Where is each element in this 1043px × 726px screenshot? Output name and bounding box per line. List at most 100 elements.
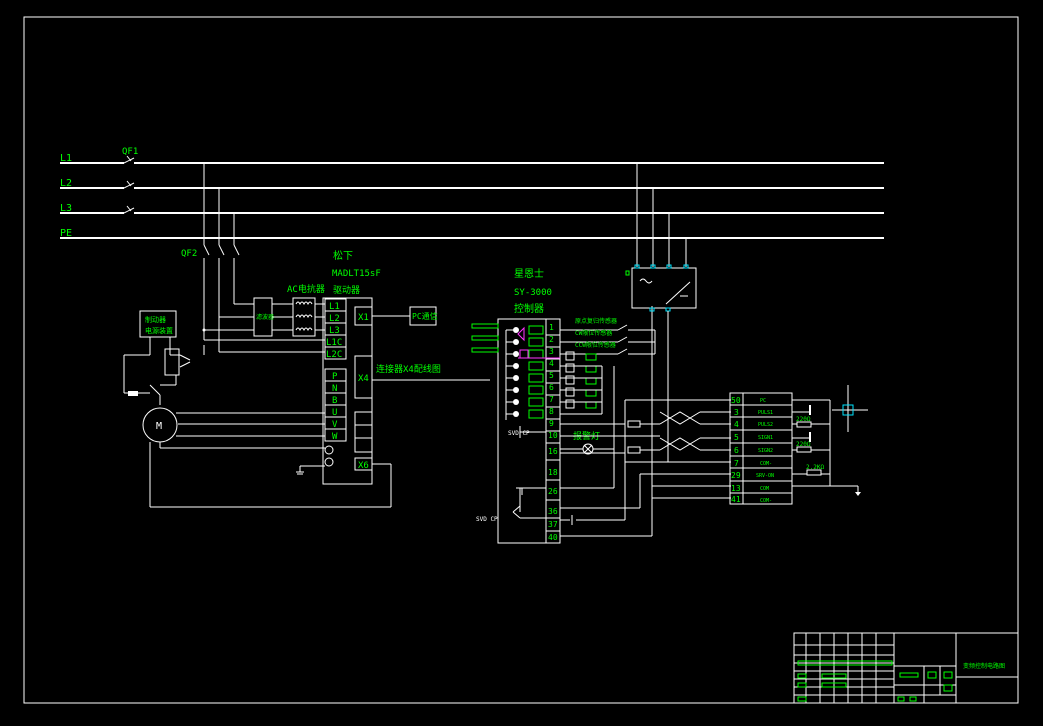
ac-reactor-label: AC电抗器 (287, 283, 325, 295)
term-l1: L1 (329, 302, 340, 312)
pin-8: 8 (549, 407, 554, 416)
motor-label: M (156, 421, 162, 432)
controller-brand: 星恩士 (514, 267, 544, 280)
resistor-3-value: 2.2KΩ (806, 464, 824, 471)
driver-ground-symbol (296, 445, 334, 475)
brake-box-line2: 电源装置 (145, 326, 173, 335)
sig-puls1: PULS1 (758, 410, 773, 416)
sv-transistor-1: SVD CP (508, 430, 530, 437)
driver-terminal-cells (324, 298, 373, 471)
bus-label-l2: L2 (60, 178, 72, 189)
bus-label-l1: L1 (60, 153, 72, 164)
pin-7: 7 (549, 395, 554, 404)
connector-signal-labels: PC PULS1 PULS2 SIGN1 SIGN2 COM- SRV-ON C… (756, 398, 774, 504)
motor-wiring (149, 412, 392, 508)
sig-srv-on: SRV-ON (756, 473, 774, 479)
brake-power-box (139, 310, 177, 338)
conn-pin-50: 50 (731, 396, 741, 405)
pin-3: 3 (549, 347, 554, 356)
controller-model: SY-3000 (514, 288, 552, 298)
port-x6: X6 (358, 461, 369, 471)
pc-comm-box (409, 306, 437, 326)
conn-pin-41: 41 (731, 495, 741, 504)
sig-sign2: SIGN2 (758, 448, 773, 454)
pin-10: 10 (548, 431, 558, 440)
term-w: W (332, 432, 338, 442)
term-n: N (332, 384, 337, 394)
conn-pin-13: 13 (731, 484, 741, 493)
pin-26: 26 (548, 487, 558, 496)
controller-pin-dividers (546, 334, 560, 532)
title-block (793, 632, 1019, 704)
sig-sign1: SIGN1 (758, 435, 773, 441)
x4-wiring-note: 连接器X4配线图 (376, 363, 441, 375)
filter-label: 滤波器 (256, 313, 274, 321)
brake-wiring (123, 337, 191, 405)
resistor-2-value: 220Ω (796, 441, 811, 448)
resistor-1-value: 220Ω (796, 416, 811, 423)
pin-37: 37 (548, 520, 558, 529)
conn-pin-4: 4 (734, 420, 739, 429)
term-l2: L2 (329, 314, 340, 324)
qf2-feeders (202, 163, 325, 355)
driver-brand: 松下 (333, 249, 353, 262)
brake-box-line1: 制动器 (145, 315, 166, 324)
sig-puls2: PULS2 (758, 422, 773, 428)
term-l1c: L1C (326, 338, 342, 348)
sig-com-minus-2: COM- (760, 498, 772, 504)
pin-2: 2 (549, 335, 554, 344)
drawing-title: 变频控制电路图 (963, 662, 1005, 670)
sig-pc: PC (760, 398, 766, 404)
pin-40: 40 (548, 533, 558, 542)
term-l3: L3 (329, 326, 340, 336)
bus-label-l3: L3 (60, 203, 72, 214)
sensor-cw: CW限位传感器 (575, 329, 612, 337)
controller-input-nodes (513, 325, 560, 419)
pc-comm-label: PC通信 (412, 311, 438, 321)
pin-6: 6 (549, 383, 554, 392)
sensor-origin: 原点复归传感器 (575, 317, 617, 325)
term-u: U (332, 408, 337, 418)
controller-title: 控制器 (514, 302, 544, 315)
conn-pin-7: 7 (734, 459, 739, 468)
pin-4: 4 (549, 359, 554, 368)
power-bus (60, 155, 884, 239)
relay-stack (560, 351, 603, 415)
term-p: P (332, 372, 338, 382)
conn-pin-29: 29 (731, 471, 741, 480)
term-l2c: L2C (326, 350, 342, 360)
bus-label-pe: PE (60, 228, 72, 239)
term-b: B (332, 396, 337, 406)
connector-pin-labels: 50 3 4 5 6 7 29 13 41 (731, 396, 741, 504)
conn-pin-3: 3 (734, 408, 739, 417)
conn-pin-5: 5 (734, 433, 739, 442)
controller-internal-wiring (505, 329, 546, 519)
connector-right-circuit (792, 385, 868, 496)
pin-18: 18 (548, 468, 558, 477)
pin-16: 16 (548, 447, 558, 456)
pin-36: 36 (548, 507, 558, 516)
controller-input-bars (471, 323, 499, 353)
breaker-qf1-label: QF1 (122, 147, 138, 157)
dc-power-supply (625, 163, 697, 462)
sig-com: COM (760, 486, 769, 492)
pin-9: 9 (549, 419, 554, 428)
driver-model: MADLT15sF (332, 269, 381, 279)
pin-5: 5 (549, 371, 554, 380)
connector-rows (730, 404, 792, 494)
sensor-switches (560, 324, 655, 355)
port-x4: X4 (358, 374, 369, 384)
sv-transistor-2: SVD CP (476, 516, 498, 523)
term-v: V (332, 420, 338, 430)
controller-to-connector-wiring (521, 306, 731, 537)
controller-pin-labels: 1 2 3 4 5 6 7 8 9 10 16 18 26 36 37 40 (548, 323, 558, 542)
signal-connector-block (729, 392, 793, 505)
conn-pin-6: 6 (734, 446, 739, 455)
sensor-ccw: CCW限位传感器 (575, 341, 616, 349)
pin-1: 1 (549, 323, 554, 332)
sig-com-minus: COM- (760, 461, 772, 467)
alarm-lamp-symbol (560, 443, 614, 455)
driver-title: 驱动器 (333, 285, 360, 296)
drawing-frame (23, 16, 1019, 704)
